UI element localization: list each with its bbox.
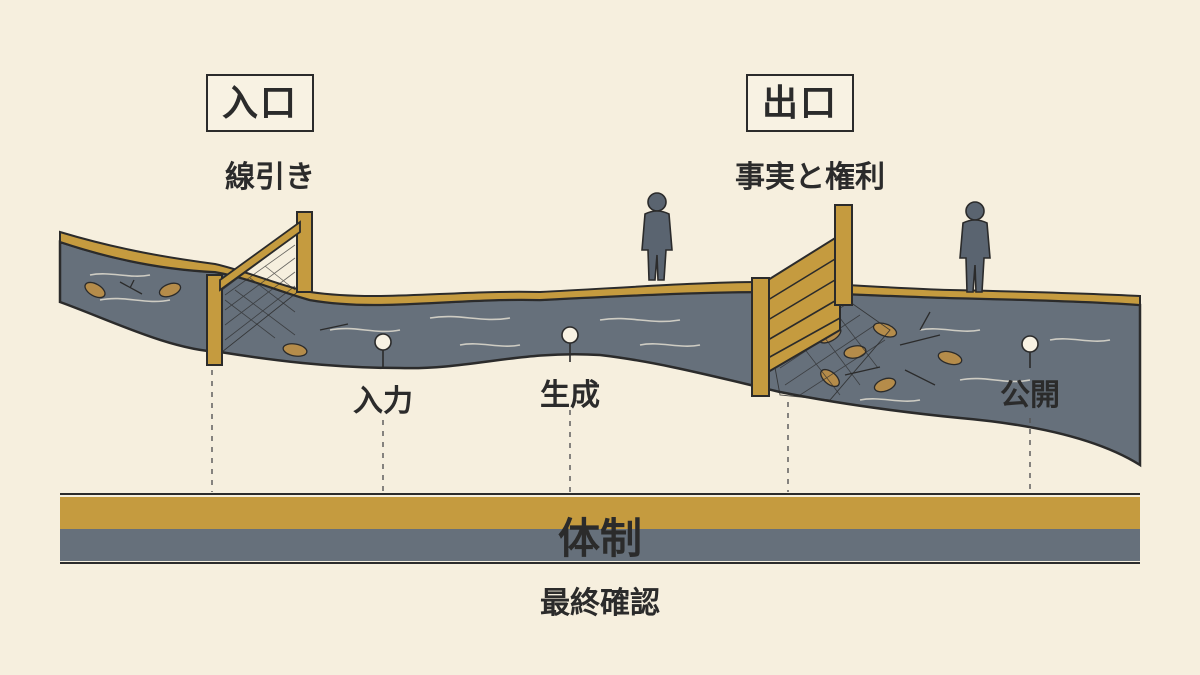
water-ripples xyxy=(89,273,1111,402)
foundation-label: 体制 xyxy=(557,514,643,563)
foundation-sublabel: 最終確認 xyxy=(540,586,660,621)
stage-label-input: 入力 xyxy=(353,384,413,419)
stage-markers xyxy=(374,326,1039,368)
entrance-title: 入口 xyxy=(206,74,315,132)
river-bank xyxy=(59,230,1141,307)
person-figure xyxy=(959,201,991,293)
dashed-connectors xyxy=(211,370,1031,492)
exit-title: 出口 xyxy=(746,74,855,132)
exit-gate xyxy=(751,204,891,401)
foundation-bar xyxy=(60,493,1140,564)
exit-subtitle: 事実と権利 xyxy=(735,160,885,195)
person-figure xyxy=(641,192,673,281)
stage-label-publication: 公開 xyxy=(1000,378,1060,413)
entrance-gate xyxy=(206,211,313,366)
stage-label-generation: 生成 xyxy=(540,378,600,413)
entrance-subtitle: 線引き xyxy=(225,160,315,195)
